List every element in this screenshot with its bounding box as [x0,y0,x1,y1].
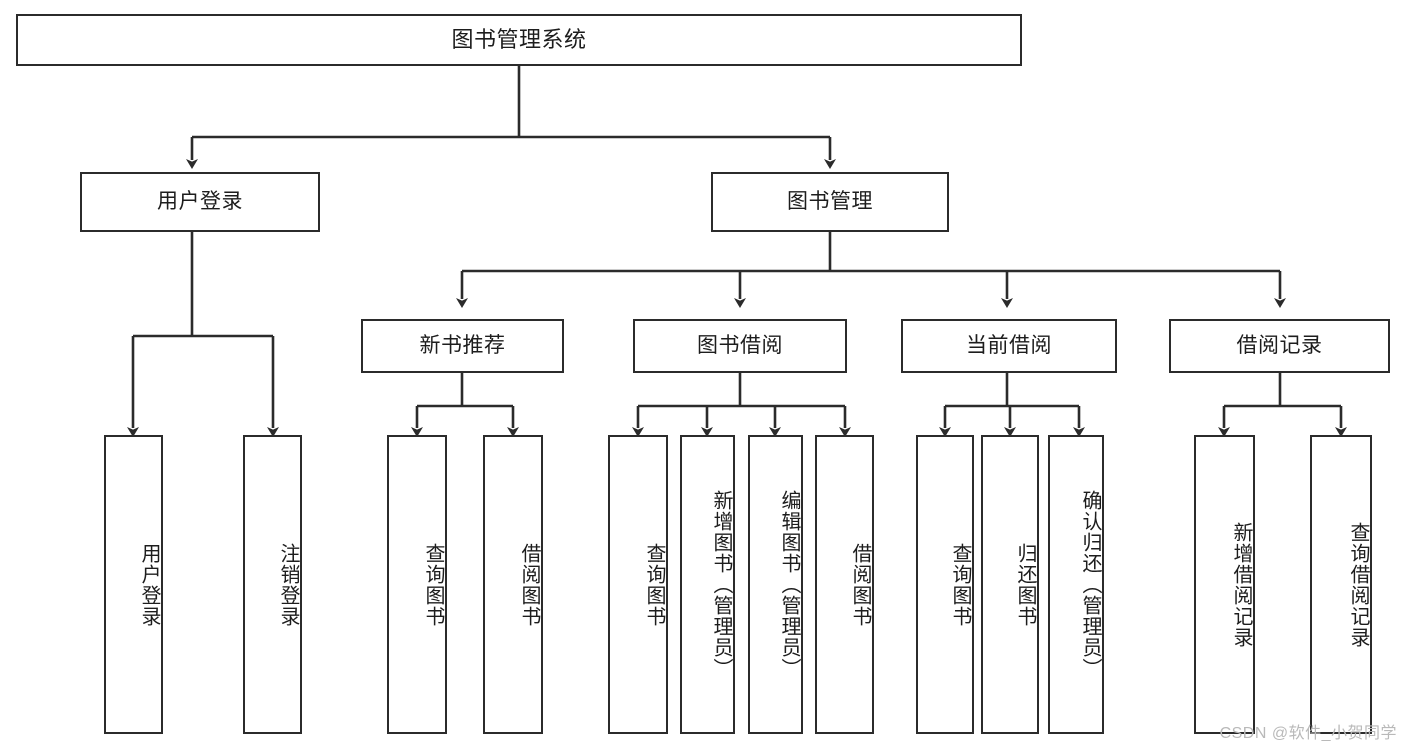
node-leaf-label: 借阅图书 [849,542,871,627]
node-book-borrow[interactable]: 图书借阅 [633,319,847,373]
node-leaf-borrow-book-2[interactable]: 借阅图书 [815,435,874,734]
node-leaf-label: 查询图书 [643,542,665,627]
node-leaf-query-record[interactable]: 查询借阅记录 [1310,435,1372,734]
node-leaf-label: 用户登录 [138,542,160,627]
node-new-book-recommend[interactable]: 新书推荐 [361,319,564,373]
node-leaf-borrow-book-1[interactable]: 借阅图书 [483,435,543,734]
node-leaf-logout-login[interactable]: 注销登录 [243,435,302,734]
node-leaf-user-login[interactable]: 用户登录 [104,435,163,734]
node-leaf-label: 注销登录 [277,542,299,627]
node-book-manage[interactable]: 图书管理 [711,172,949,232]
node-leaf-add-book[interactable]: 新增图书（管理员） [680,435,735,734]
node-leaf-label: 查询图书 [422,542,444,627]
node-leaf-edit-book[interactable]: 编辑图书（管理员） [748,435,803,734]
node-leaf-add-record[interactable]: 新增借阅记录 [1194,435,1255,734]
node-leaf-confirm-return[interactable]: 确认归还（管理员） [1048,435,1104,734]
node-leaf-label: 确认归还（管理员） [1079,490,1101,679]
node-leaf-label: 新增借阅记录 [1230,521,1252,648]
node-leaf-label: 新增图书（管理员） [710,490,732,679]
node-leaf-query-book-3[interactable]: 查询图书 [916,435,974,734]
node-leaf-label: 查询借阅记录 [1347,521,1369,648]
node-root-system[interactable]: 图书管理系统 [16,14,1022,66]
node-leaf-label: 借阅图书 [518,542,540,627]
node-current-borrow[interactable]: 当前借阅 [901,319,1117,373]
node-leaf-query-book-2[interactable]: 查询图书 [608,435,668,734]
node-leaf-return-book[interactable]: 归还图书 [981,435,1039,734]
node-user-login[interactable]: 用户登录 [80,172,320,232]
node-borrow-record[interactable]: 借阅记录 [1169,319,1390,373]
node-leaf-query-book-1[interactable]: 查询图书 [387,435,447,734]
node-leaf-label: 查询图书 [949,542,971,627]
node-leaf-label: 归还图书 [1014,542,1036,627]
csdn-watermark: CSDN @软件_小贺同学 [1219,725,1397,742]
node-leaf-label: 编辑图书（管理员） [778,490,800,679]
